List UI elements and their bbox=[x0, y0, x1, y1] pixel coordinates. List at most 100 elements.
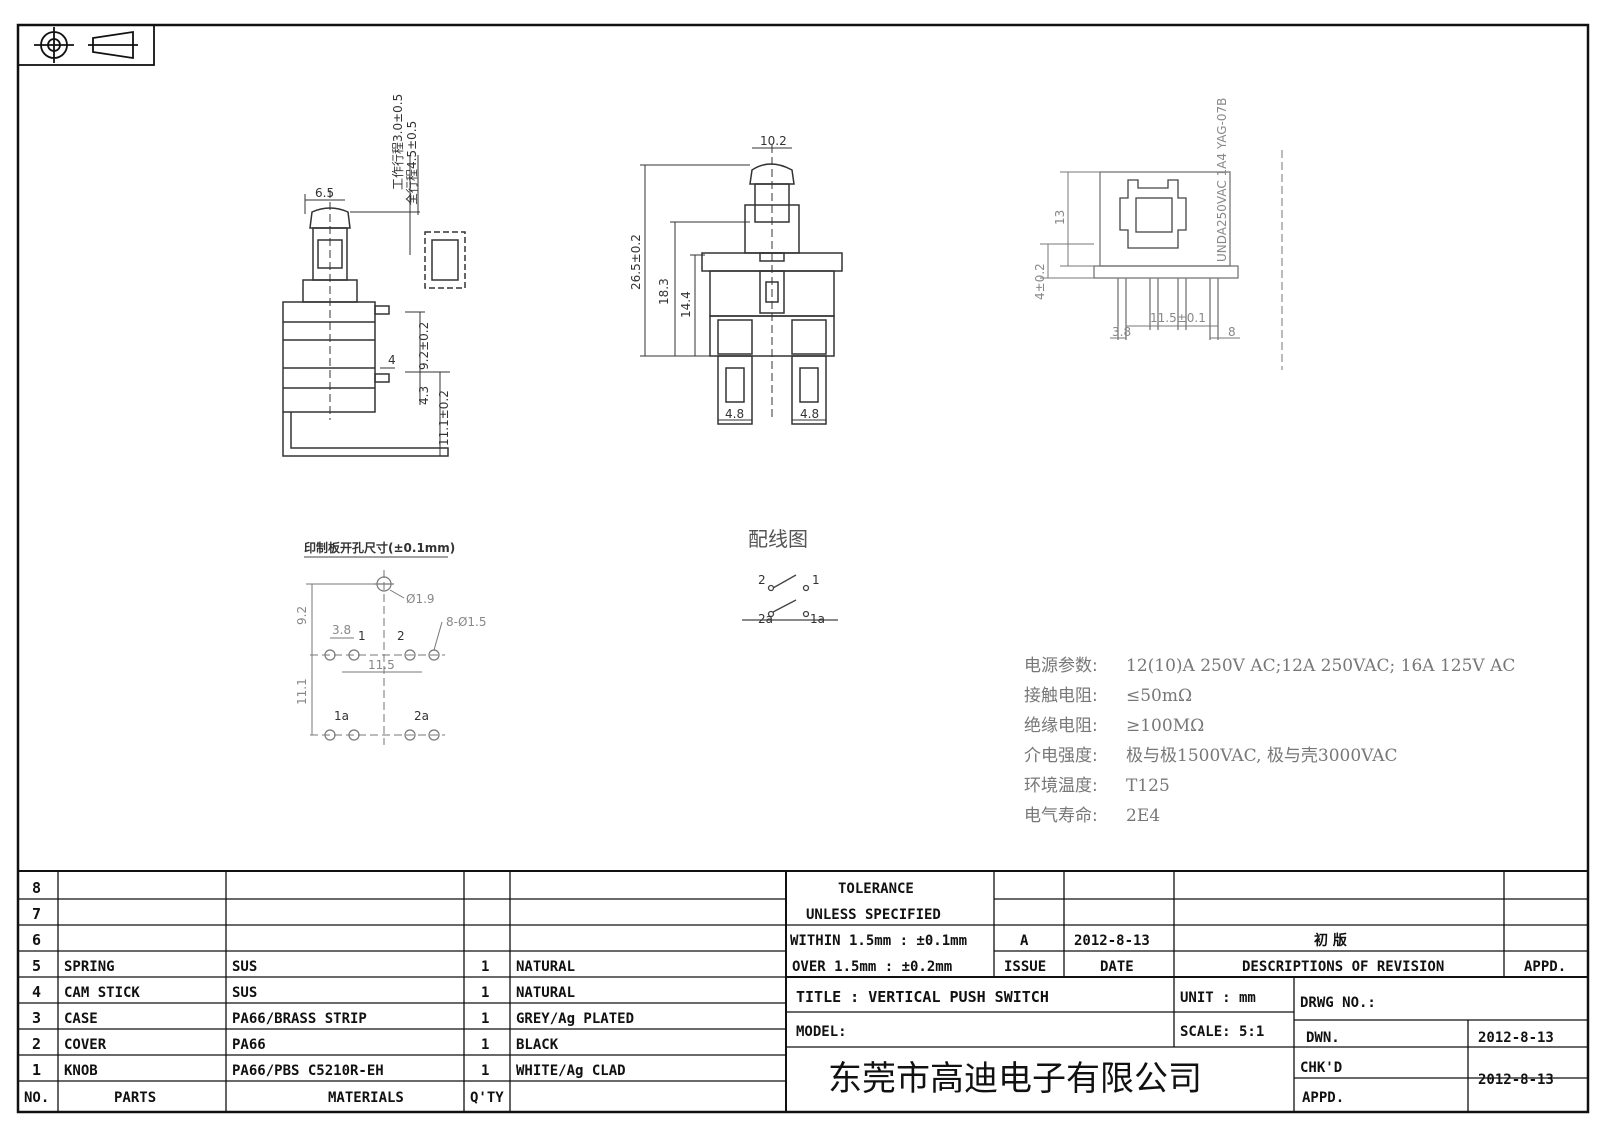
checked-label: CHK'D bbox=[1300, 1060, 1342, 1076]
pcb-v111: 11.1 bbox=[295, 678, 309, 705]
pcb-d19: Ø1.9 bbox=[406, 592, 435, 606]
bom-finish: NATURAL bbox=[516, 985, 575, 1001]
spec-label: 接触电阻: bbox=[1024, 686, 1098, 706]
model: MODEL: bbox=[796, 1024, 847, 1040]
bom-no: 6 bbox=[32, 931, 41, 949]
dim-rear-115: 11.5±0.1 bbox=[1150, 311, 1206, 325]
tolerance-line-2: UNLESS SPECIFIED bbox=[806, 907, 941, 923]
spec-value: ≥100MΩ bbox=[1126, 716, 1204, 736]
bom-part: KNOB bbox=[64, 1063, 98, 1079]
bom-part: SPRING bbox=[64, 959, 115, 975]
bom-header-parts: PARTS bbox=[114, 1090, 156, 1106]
pcb-h115: 11.5 bbox=[368, 658, 395, 672]
spec-value: 2E4 bbox=[1126, 806, 1160, 826]
dim-rear-13: 13 bbox=[1053, 210, 1067, 225]
wiring-t2: 2 bbox=[758, 573, 766, 587]
bom-row: 4 CAM STICK SUS 1 NATURAL bbox=[32, 983, 575, 1001]
bom-row: 3 CASE PA66/BRASS STRIP 1 GREY/Ag PLATED bbox=[32, 1009, 634, 1027]
bom-row: 8 bbox=[32, 879, 41, 897]
drawn-date: 2012-8-13 bbox=[1478, 1030, 1554, 1046]
bom-material: PA66/BRASS STRIP bbox=[232, 1011, 367, 1027]
dim-front-144: 14.4 bbox=[679, 291, 693, 318]
bom-header-no: NO. bbox=[24, 1090, 49, 1106]
pcb-h38: 3.8 bbox=[332, 623, 351, 637]
wiring-diagram bbox=[742, 574, 838, 621]
bom-grid bbox=[18, 870, 1588, 1112]
title-block: TOLERANCE UNLESS SPECIFIED WITHIN 1.5mm … bbox=[790, 881, 1566, 1106]
wiring-t1: 1 bbox=[812, 573, 820, 587]
dim-front-48b: 4.8 bbox=[800, 407, 819, 421]
company-name: 东莞市高迪电子有限公司 bbox=[828, 1059, 1202, 1099]
dim-rear-8: 8 bbox=[1228, 325, 1236, 339]
dim-front-183: 18.3 bbox=[657, 278, 671, 305]
pcb-d15: 8-Ø1.5 bbox=[446, 615, 487, 629]
bom-no: 4 bbox=[32, 983, 41, 1001]
bom-qty: 1 bbox=[481, 1037, 489, 1053]
rear-marking: UNDA250VAC 1A4 YAG-07B bbox=[1215, 98, 1229, 262]
dim-side-92: 9.2±0.2 bbox=[417, 322, 431, 370]
bom-no: 7 bbox=[32, 905, 41, 923]
wiring-t2a: 2a bbox=[758, 612, 773, 626]
bom-row: 1 KNOB PA66/PBS C5210R-EH 1 WHITE/Ag CLA… bbox=[32, 1061, 626, 1079]
spec-label: 电气寿命: bbox=[1024, 806, 1098, 826]
bom-qty: 1 bbox=[481, 1011, 489, 1027]
spec-label: 介电强度: bbox=[1024, 746, 1098, 766]
revision-issue: A bbox=[1020, 933, 1029, 949]
dim-side-4: 4 bbox=[388, 353, 396, 367]
bom-no: 3 bbox=[32, 1009, 41, 1027]
bom-material: SUS bbox=[232, 959, 257, 975]
bom-row: 6 bbox=[32, 931, 41, 949]
bom-header-qty: Q'TY bbox=[470, 1090, 504, 1106]
wiring-t1a: 1a bbox=[810, 612, 825, 626]
bom-no: 8 bbox=[32, 879, 41, 897]
header-descriptions: DESCRIPTIONS OF REVISION bbox=[1242, 959, 1444, 975]
rear-view bbox=[1040, 150, 1283, 370]
dim-front-top: 10.2 bbox=[760, 134, 787, 148]
dim-side-111: 11.1±0.2 bbox=[437, 390, 451, 446]
dim-travel-work: 工作行程3.0±0.5 bbox=[390, 94, 405, 190]
bom-qty: 1 bbox=[481, 985, 489, 1001]
tolerance-line-1: TOLERANCE bbox=[838, 881, 914, 897]
revision-description: 初 版 bbox=[1314, 932, 1347, 949]
checked-date: 2012-8-13 bbox=[1478, 1072, 1554, 1088]
pcb-p2: 2 bbox=[397, 629, 405, 643]
bom-row: 5 SPRING SUS 1 NATURAL bbox=[32, 957, 575, 975]
scale: SCALE: 5:1 bbox=[1180, 1024, 1264, 1040]
dim-rear-38: 3.8 bbox=[1112, 325, 1131, 339]
pcb-p2a: 2a bbox=[414, 709, 429, 723]
revision-date: 2012-8-13 bbox=[1074, 933, 1150, 949]
bom-header-materials: MATERIALS bbox=[328, 1090, 404, 1106]
dim-side-43: 4.3 bbox=[417, 386, 431, 405]
spec-label: 环境温度: bbox=[1024, 776, 1098, 796]
drawing-title: TITLE : VERTICAL PUSH SWITCH bbox=[796, 988, 1049, 1006]
bom-no: 2 bbox=[32, 1035, 41, 1053]
tolerance-line-3: WITHIN 1.5mm : ±0.1mm bbox=[790, 933, 967, 949]
dim-side-top: 6.5 bbox=[315, 186, 334, 200]
tolerance-line-4: OVER 1.5mm : ±0.2mm bbox=[792, 959, 952, 975]
pcb-hole-layout bbox=[306, 570, 445, 745]
bom-no: 1 bbox=[32, 1061, 41, 1079]
pcb-p1: 1 bbox=[358, 629, 366, 643]
bom-table: 8 7 6 5 SPRING SUS 1 NATURAL 4 CAM STICK… bbox=[24, 879, 634, 1106]
bom-finish: WHITE/Ag CLAD bbox=[516, 1063, 626, 1079]
spec-value: 极与极1500VAC, 极与壳3000VAC bbox=[1126, 746, 1398, 766]
title-block-grid bbox=[786, 871, 1588, 1112]
spec-label: 电源参数: bbox=[1024, 656, 1098, 676]
unit: UNIT : mm bbox=[1180, 990, 1256, 1006]
dim-rear-4: 4±0.2 bbox=[1033, 263, 1047, 300]
bom-finish: NATURAL bbox=[516, 959, 575, 975]
approved-label: APPD. bbox=[1302, 1090, 1344, 1106]
spec-value: 12(10)A 250V AC;12A 250VAC; 16A 125V AC bbox=[1126, 656, 1515, 676]
projection-symbol bbox=[17, 24, 155, 66]
drawn-label: DWN. bbox=[1306, 1030, 1340, 1046]
bom-row: 7 bbox=[32, 905, 41, 923]
front-view bbox=[640, 145, 843, 425]
spec-label: 绝缘电阻: bbox=[1024, 716, 1098, 736]
bom-header-row: NO. PARTS MATERIALS Q'TY bbox=[24, 1090, 504, 1106]
pcb-p1a: 1a bbox=[334, 709, 349, 723]
bom-qty: 1 bbox=[481, 1063, 489, 1079]
pcb-title: 印制板开孔尺寸(±0.1mm) bbox=[304, 540, 455, 555]
dim-front-48a: 4.8 bbox=[725, 407, 744, 421]
side-view bbox=[282, 155, 466, 457]
